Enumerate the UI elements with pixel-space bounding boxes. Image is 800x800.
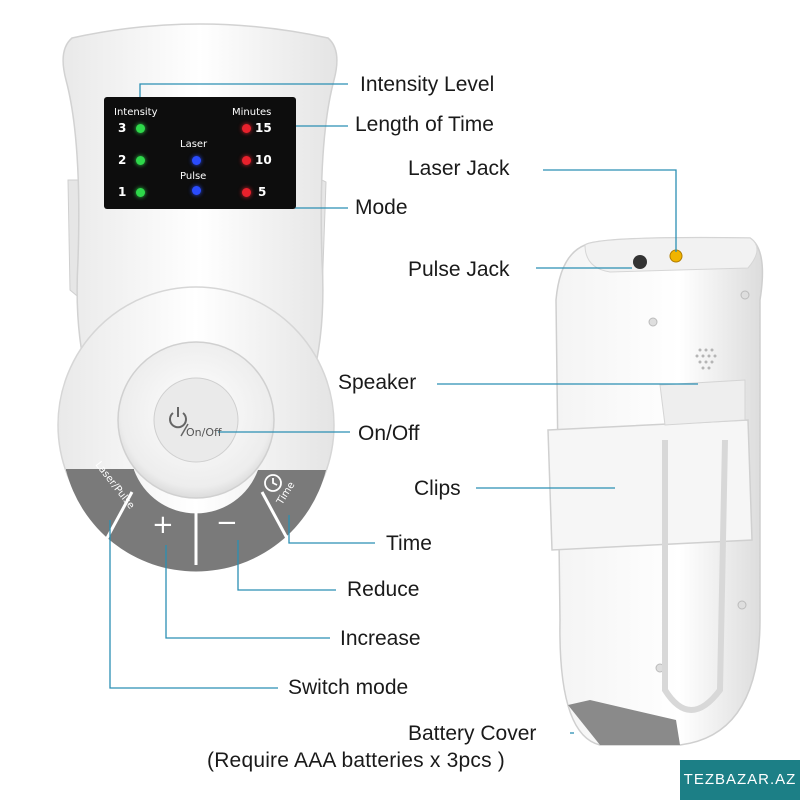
minutes-level-5: 5 (258, 185, 267, 199)
intensity-level-1: 1 (118, 185, 127, 199)
label-switch-mode: Switch mode (288, 676, 409, 699)
intensity-title: Intensity (114, 107, 158, 118)
label-clips: Clips (414, 477, 461, 500)
intensity-led-2 (136, 156, 145, 165)
intensity-level-2: 2 (118, 153, 127, 167)
minutes-led-10 (242, 156, 251, 165)
intensity-level-3: 3 (118, 121, 127, 135)
minutes-led-15 (242, 124, 251, 133)
label-time: Time (386, 532, 432, 555)
plus-button-label: + (152, 510, 174, 540)
pulse-led (192, 186, 201, 195)
lcd-display: Intensity Minutes Laser Pulse 3 2 1 15 1… (104, 97, 296, 209)
label-increase: Increase (340, 627, 421, 650)
speaker-grille-icon (695, 348, 717, 370)
minus-button-label: − (216, 508, 238, 538)
label-on-off: On/Off (358, 422, 420, 445)
laser-title: Laser (180, 139, 208, 150)
pulse-title: Pulse (180, 171, 207, 182)
label-length-of-time: Length of Time (355, 113, 494, 136)
label-speaker: Speaker (338, 371, 417, 394)
label-intensity-level: Intensity Level (360, 73, 495, 96)
laser-led (192, 156, 201, 165)
minutes-level-10: 10 (255, 153, 272, 167)
label-laser-jack: Laser Jack (408, 157, 510, 180)
clock-icon (264, 474, 282, 492)
battery-requirement-caption: (Require AAA batteries x 3pcs ) (207, 749, 506, 772)
power-button-label: On/Off (186, 426, 222, 439)
label-mode: Mode (355, 196, 408, 219)
watermark-badge: TEZBAZAR.AZ (680, 760, 800, 800)
minutes-led-5 (242, 188, 251, 197)
minutes-level-15: 15 (255, 121, 272, 135)
label-battery-cover: Battery Cover (408, 722, 537, 745)
power-icon (169, 407, 189, 437)
back-device (547, 236, 764, 746)
intensity-led-3 (136, 124, 145, 133)
minutes-title: Minutes (232, 107, 272, 118)
leader-lines (109, 83, 698, 734)
intensity-led-1 (136, 188, 145, 197)
label-pulse-jack: Pulse Jack (408, 258, 510, 281)
label-reduce: Reduce (347, 578, 420, 601)
